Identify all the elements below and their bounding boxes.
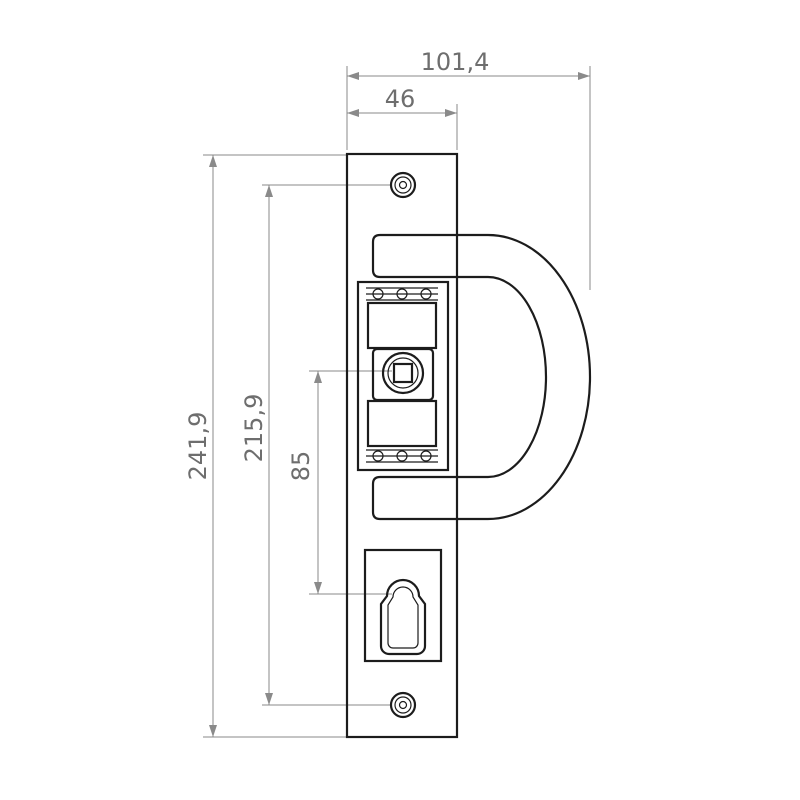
cylinder-escutcheon	[363, 548, 443, 663]
dimension-plate-width: 46	[347, 85, 458, 150]
dimension-label-handle-to-cylinder: 85	[287, 451, 315, 482]
dimension-label-overall-height: 241,9	[184, 412, 212, 481]
dimension-label-overall-width: 101,4	[421, 48, 490, 76]
dimension-handle-to-cylinder: 85	[287, 370, 392, 595]
dimension-overall-width: 101,4	[346, 48, 591, 290]
spindle	[371, 347, 435, 402]
back-plate	[345, 152, 459, 739]
dimension-screw-spacing: 215,9	[240, 184, 392, 706]
keyhole-icon	[379, 578, 427, 656]
dimension-label-screw-spacing: 215,9	[240, 394, 268, 463]
spring-mechanism	[356, 280, 450, 472]
dimension-label-plate-width: 46	[385, 85, 416, 113]
pull-handle	[371, 233, 592, 521]
top-spring	[366, 287, 438, 301]
top-screw-hole	[389, 171, 417, 199]
bottom-screw-hole	[389, 691, 417, 719]
dimension-overall-height: 241,9	[184, 154, 347, 738]
bottom-spring	[366, 449, 438, 463]
